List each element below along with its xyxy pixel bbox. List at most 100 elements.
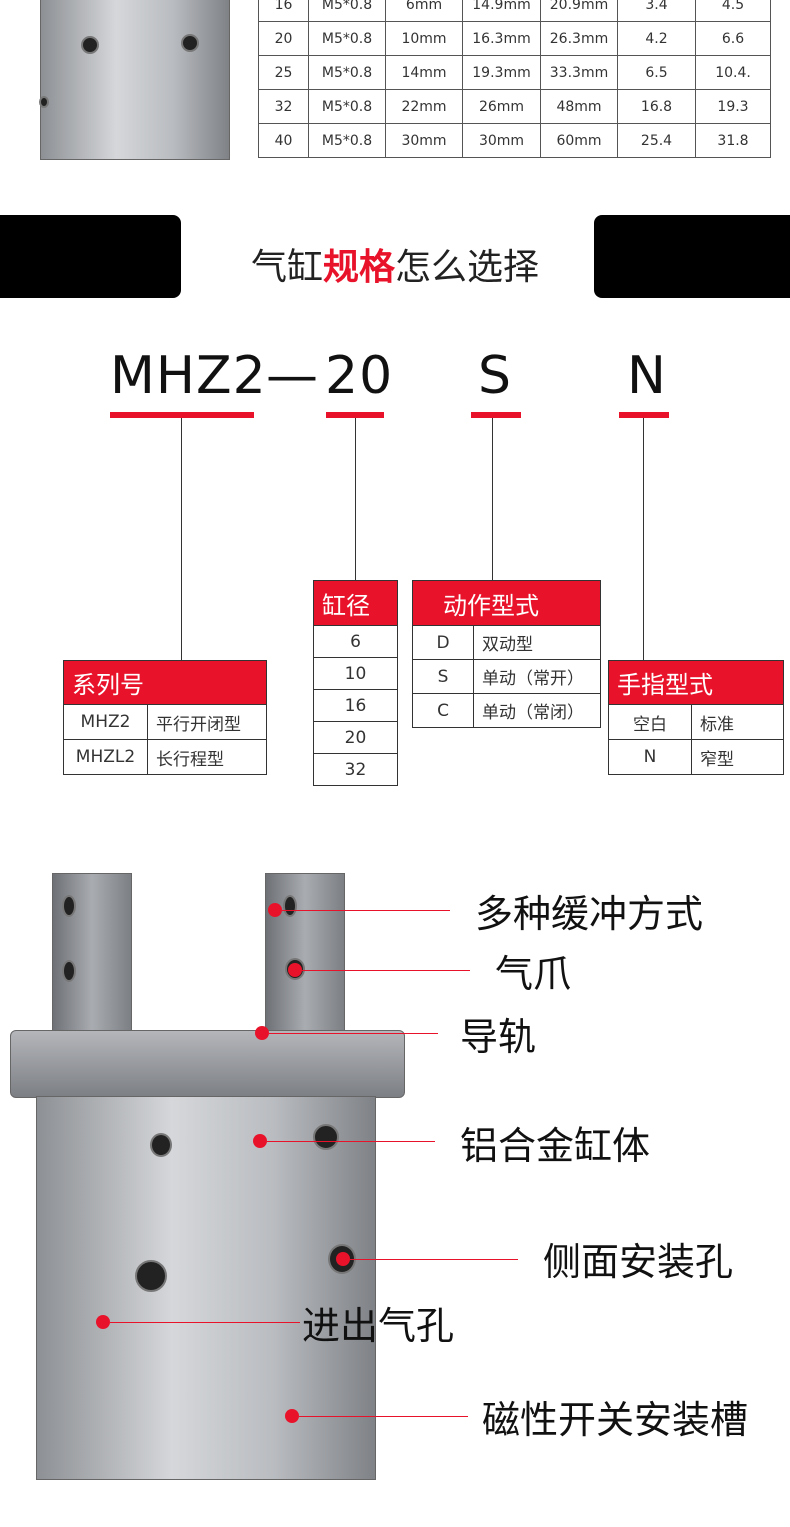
finger-desc: 窄型 [691,740,734,774]
connector [181,418,182,660]
mount-hole [39,96,49,108]
table-cell: 25 [258,55,309,90]
underline [619,412,669,418]
callout-dot [253,1134,267,1148]
table-cell: 22mm [385,89,463,124]
callout-line [110,1322,300,1323]
finger-desc: 标准 [691,705,734,739]
jaw-right [265,873,345,1043]
label-body: 铝合金缸体 [460,1124,651,1168]
title-highlight: 规格 [322,247,395,288]
series-code: MHZ2 [80,712,131,732]
callout-dot [288,963,302,977]
table-cell: 40 [258,123,309,158]
callout-line [302,970,470,971]
bore-value: 10 [344,663,367,684]
label-cushion: 多种缓冲方式 [475,892,704,936]
mount-hole [62,895,76,917]
finger-header: 手指型式 [609,661,783,704]
label-rail: 导轨 [460,1015,537,1059]
connector [643,418,644,660]
code-finger: N [627,346,667,406]
action-desc: 单动（常闭） [473,694,584,727]
cylinder-body [36,1096,376,1480]
table-cell: 14mm [385,55,463,90]
code-series: MHZ2 [110,346,267,406]
label-air-port: 进出气孔 [302,1304,455,1348]
bore-box: 缸径 6 10 16 20 32 [313,580,398,786]
table-cell: 6mm [385,0,463,22]
connector [492,418,493,580]
table-cell: 30mm [385,123,463,158]
bore-value: 16 [344,695,367,716]
guide-rail [10,1030,405,1098]
title-suffix: 怎么选择 [395,247,540,288]
table-cell: M5*0.8 [308,55,386,90]
label-switch-slot: 磁性开关安装槽 [482,1398,749,1442]
callout-line [350,1259,518,1260]
callout-line [282,910,450,911]
table-cell: 3.4 [617,0,696,22]
callout-dot [336,1252,350,1266]
table-cell: 31.8 [695,123,771,158]
table-cell: 14.9mm [462,0,541,22]
table-cell: M5*0.8 [308,89,386,124]
table-cell: 6.5 [617,55,696,90]
series-code: MHZL2 [75,747,136,767]
table-cell: 10.4. [695,55,771,90]
bore-value: 20 [344,727,367,748]
title-prefix: 气缸 [250,247,323,288]
callout-line [269,1033,438,1034]
underline [471,412,521,418]
table-cell: 20.9mm [540,0,618,22]
table-cell: 16 [258,0,309,22]
section-title: 气缸规格怎么选择 [0,238,790,290]
table-cell: M5*0.8 [308,0,386,22]
table-cell: 19.3 [695,89,771,124]
action-box: 动作型式 D 双动型 S 单动（常开） C 单动（常闭） [412,580,601,728]
product-photo-top [39,0,230,160]
action-desc: 单动（常开） [473,660,584,693]
table-cell: 20 [258,21,309,56]
connector [355,418,356,580]
mount-hole [313,1124,339,1150]
mount-hole [181,34,199,52]
table-cell: 6.6 [695,21,771,56]
action-code: D [436,632,450,653]
table-cell: 32 [258,89,309,124]
callout-line [299,1416,468,1417]
callout-line [267,1141,435,1142]
mount-hole [150,1133,172,1157]
table-cell: 30mm [462,123,541,158]
action-code: S [437,666,449,687]
series-desc: 长行程型 [147,740,224,774]
label-side-hole: 侧面安装孔 [543,1240,734,1284]
code-dash: — [266,346,319,406]
bore-header: 缸径 [314,581,397,625]
mount-hole [328,1244,356,1274]
action-header: 动作型式 [413,581,600,625]
table-cell: 48mm [540,89,618,124]
table-cell: 60mm [540,123,618,158]
title-bar-right [594,215,790,298]
table-cell: M5*0.8 [308,21,386,56]
title-bar-left [0,215,181,298]
mount-hole [81,36,99,54]
action-code: C [437,700,449,721]
action-desc: 双动型 [473,626,533,659]
underline [110,412,254,418]
underline [326,412,384,418]
finger-code: N [643,747,657,767]
table-cell: 16.3mm [462,21,541,56]
table-cell: 4.5 [695,0,771,22]
callout-dot [96,1315,110,1329]
code-bore: 20 [325,346,394,406]
table-cell: 26mm [462,89,541,124]
